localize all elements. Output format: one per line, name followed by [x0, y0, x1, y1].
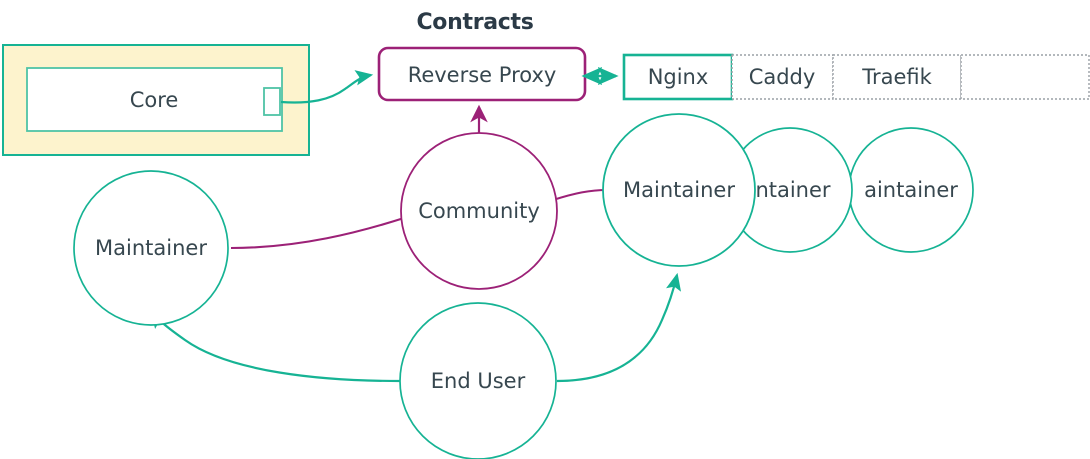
option-cell-nginx[interactable]: [622, 53, 734, 101]
option-label-caddy: Caddy: [749, 65, 816, 89]
edge-end-user-to-maintainer-right: [556, 272, 682, 383]
actor-maintainer-right-2[interactable]: ntainer: [727, 127, 853, 253]
actor-maintainer-right-1[interactable]: Maintainer: [602, 113, 756, 267]
community-label: Community: [418, 199, 540, 223]
maintainer-right-1-circle: [602, 113, 756, 267]
proxy-options-table: Nginx Caddy Traefik: [622, 53, 1090, 101]
community-circle: [400, 132, 558, 290]
actor-community[interactable]: Community: [400, 132, 558, 290]
end-user-label: End User: [431, 369, 526, 393]
actor-maintainer-right-3[interactable]: aintainer: [848, 127, 974, 253]
maintainer-right-1-label: Maintainer: [623, 178, 735, 202]
core-port-icon: [263, 87, 281, 116]
core-group[interactable]: Core: [2, 44, 310, 156]
maintainer-right-2-label: ntainer: [755, 178, 830, 202]
actor-maintainer-left[interactable]: Maintainer: [73, 170, 229, 326]
edge-community-to-maintainer-left: [230, 216, 405, 250]
maintainer-right-3-label: aintainer: [864, 178, 958, 202]
contracts-title: Contracts: [416, 10, 533, 35]
edge-core-to-reverse-proxy: [280, 70, 374, 104]
maintainer-left-label: Maintainer: [95, 236, 207, 260]
end-user-circle: [399, 302, 557, 459]
edge-end-user-to-maintainer-left: [150, 310, 401, 383]
core-label: Core: [130, 88, 179, 112]
option-cell-caddy[interactable]: [731, 54, 834, 100]
option-cell-empty[interactable]: [960, 54, 1090, 100]
core-inner-rect: [26, 67, 283, 132]
option-label-traefik: Traefik: [861, 65, 932, 89]
option-label-nginx: Nginx: [648, 65, 709, 89]
maintainer-left-circle: [73, 170, 229, 326]
reverse-proxy-node[interactable]: Reverse Proxy: [377, 46, 587, 102]
reverse-proxy-label: Reverse Proxy: [408, 63, 557, 87]
edge-community-to-maintainer-right: [552, 188, 608, 202]
actor-end-user[interactable]: End User: [399, 302, 557, 459]
